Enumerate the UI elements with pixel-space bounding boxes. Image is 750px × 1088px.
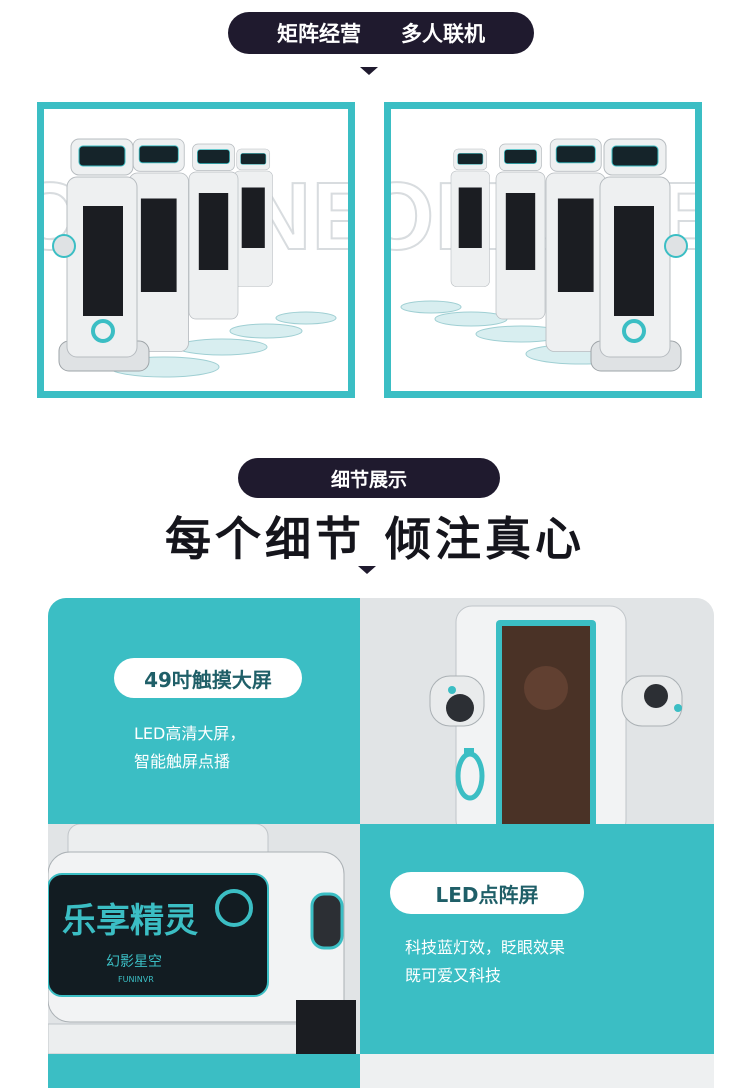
led-screen-brand-sub: FUNINVR — [118, 975, 154, 984]
details-panel: 49吋触摸大屏 LED高清大屏， 智能触屏点播 — [48, 598, 714, 1088]
feature-led-desc: 科技蓝灯效，眨眼效果 既可爱又科技 — [405, 934, 565, 990]
robot-1-icon — [590, 138, 688, 372]
robot-group-illustration-mirror: ONLINE — [391, 138, 695, 372]
section-tag-details: 细节展示 — [238, 458, 500, 498]
tag-matrix-operation: 矩阵经营 — [277, 22, 361, 46]
chevron-down-icon — [360, 67, 378, 75]
feature-touchscreen-line-1: LED高清大屏， — [134, 724, 246, 743]
led-screen-brand: 幻影星空 — [106, 954, 162, 970]
right-arm-icon — [621, 675, 683, 727]
floor-pads-icon — [108, 311, 337, 378]
feature-touchscreen-line-2: 智能触屏点播 — [134, 752, 231, 771]
page-headline: 每个细节 倾注真心 — [164, 512, 585, 566]
robot-3-icon — [188, 143, 239, 320]
next-feature-card-partial — [48, 1054, 360, 1088]
feature-touchscreen-card: 49吋触摸大屏 LED高清大屏， 智能触屏点播 — [48, 598, 360, 824]
product-image-right: ONLINE — [384, 102, 702, 398]
feature-led-card: LED点阵屏 科技蓝灯效，眨眼效果 既可爱又科技 — [360, 824, 714, 1054]
robot-3-icon — [495, 143, 546, 320]
led-head-closeup-image: 乐享精灵 幻影星空 FUNINVR — [48, 824, 360, 1054]
tag-multiplayer: 多人联机 — [401, 22, 485, 46]
touchscreen-closeup-image — [360, 598, 714, 824]
robot-group-illustration: ONLINE — [44, 138, 348, 378]
left-arm-icon — [429, 675, 485, 727]
next-feature-image-partial — [360, 1054, 714, 1088]
robot-4-icon — [233, 148, 273, 287]
led-screen-title: 乐享精灵 — [62, 901, 198, 941]
robot-head-closeup-illustration: 乐享精灵 幻影星空 FUNINVR — [48, 824, 356, 1054]
robot-body-closeup-illustration — [429, 605, 683, 824]
feature-touchscreen-label: 49吋触摸大屏 — [114, 658, 302, 698]
feature-led-line-1: 科技蓝灯效，眨眼效果 — [405, 938, 566, 957]
feature-led-line-2: 既可爱又科技 — [405, 966, 502, 985]
robot-2-icon — [128, 138, 189, 352]
product-image-left: ONLINE — [37, 102, 355, 398]
robot-1-icon — [52, 138, 150, 372]
feature-led-label: LED点阵屏 — [390, 872, 584, 914]
chevron-down-icon — [358, 566, 376, 574]
robot-2-icon — [545, 138, 606, 352]
feature-touchscreen-desc: LED高清大屏， 智能触屏点播 — [134, 720, 245, 776]
section-tag-matrix: 矩阵经营 多人联机 — [228, 12, 534, 54]
robot-4-icon — [450, 148, 490, 287]
